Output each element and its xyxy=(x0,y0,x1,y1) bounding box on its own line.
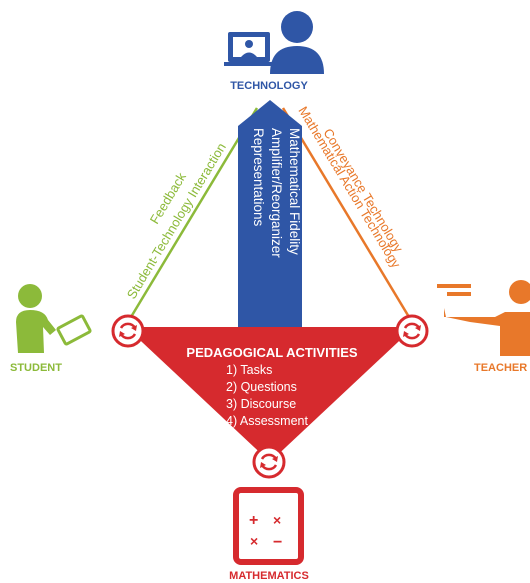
pedagogical-item-4: 4) Assessment xyxy=(226,414,309,428)
svg-text:+: + xyxy=(249,512,258,529)
cycle-icon xyxy=(111,314,145,348)
svg-text:×: × xyxy=(273,512,281,528)
center-line-1: Mathematical Fidelity xyxy=(287,128,302,255)
pedagogical-triangle xyxy=(126,327,414,462)
mathematics-label: MATHEMATICS xyxy=(229,570,309,582)
student-at-desk-icon xyxy=(16,284,92,353)
cycle-icon xyxy=(395,314,429,348)
teacher-technology-edge xyxy=(281,107,414,323)
center-line-2: Amplifier/Reorganizer xyxy=(269,128,284,258)
svg-text:−: − xyxy=(273,534,282,551)
teacher-label: TEACHER xyxy=(474,362,527,374)
pedagogical-item-3: 3) Discourse xyxy=(226,397,296,411)
center-line-3: Representations xyxy=(251,128,266,227)
pedagogical-title: PEDAGOGICAL ACTIVITIES xyxy=(186,345,358,360)
left-edge-label-2: Student-Technology Interaction xyxy=(124,140,229,301)
computer-user-icon xyxy=(224,11,324,74)
student-label: STUDENT xyxy=(10,362,62,374)
student-technology-edge xyxy=(126,107,259,323)
technology-column xyxy=(238,100,302,338)
pedagogical-item-1: 1) Tasks xyxy=(226,363,272,377)
technology-label: TECHNOLOGY xyxy=(230,80,308,92)
cycle-icon xyxy=(252,445,286,479)
pedagogical-item-2: 2) Questions xyxy=(226,380,297,394)
calculator-tablet-icon: + × × − xyxy=(233,487,304,565)
right-edge-label-2: Mathematical Action Technology xyxy=(295,104,404,271)
teacher-pointing-icon xyxy=(437,280,530,356)
svg-text:×: × xyxy=(250,533,258,549)
